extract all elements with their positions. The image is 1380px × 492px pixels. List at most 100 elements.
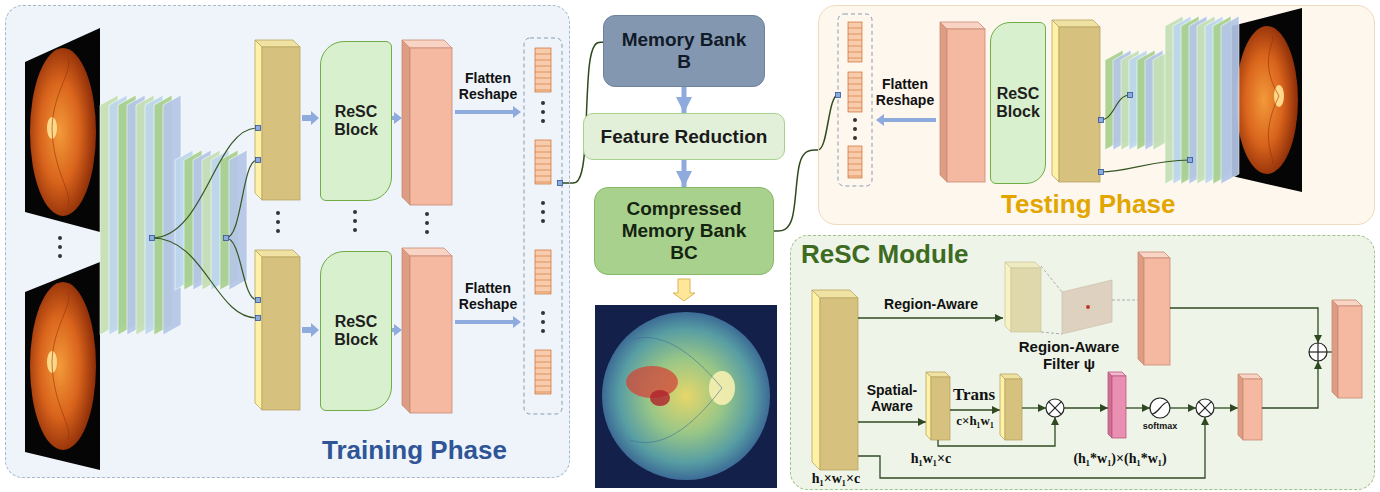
flow-line bbox=[858, 417, 1205, 478]
slab-top bbox=[1138, 252, 1170, 258]
ellipsis-dot bbox=[276, 229, 280, 233]
feature-map bbox=[812, 290, 858, 470]
node-text: Memory Bank bbox=[622, 29, 747, 51]
feature-vector bbox=[848, 72, 862, 112]
slab-side bbox=[1052, 20, 1059, 182]
vector-cell-line bbox=[535, 84, 551, 85]
label-holder: Flatten Reshape bbox=[454, 70, 522, 102]
joint-square bbox=[1099, 170, 1104, 175]
vector-cell-line bbox=[535, 72, 551, 73]
encoder-layer bbox=[229, 150, 247, 290]
region-filter bbox=[1062, 280, 1112, 334]
vessel bbox=[1268, 36, 1279, 96]
heading-holder: Testing Phase bbox=[1001, 190, 1175, 220]
node-text: BC bbox=[670, 242, 697, 264]
slab-front bbox=[1144, 258, 1170, 365]
feature-map bbox=[940, 22, 985, 182]
connector bbox=[682, 87, 687, 113]
skip-connection bbox=[1100, 95, 1130, 120]
annotation-label: h₁×w₁×c bbox=[796, 471, 876, 487]
feature-vector bbox=[535, 350, 551, 394]
block-arrow bbox=[302, 111, 319, 125]
vector-cell-line bbox=[848, 28, 862, 29]
label-holder: h₁×w₁×c bbox=[796, 471, 876, 487]
process-box: Memory BankB bbox=[603, 15, 765, 87]
block-arrow bbox=[673, 279, 695, 301]
ellipsis-dot bbox=[425, 230, 429, 234]
feature-map bbox=[1138, 252, 1170, 365]
slab-front bbox=[820, 298, 858, 470]
vector-cell-line bbox=[535, 60, 551, 61]
process-box: Compressed Memory BankBC bbox=[594, 187, 774, 275]
ellipsis-dot bbox=[425, 221, 429, 225]
annotation-label: h₁w₁×c bbox=[896, 451, 966, 467]
feature-vector bbox=[848, 146, 862, 178]
resc-block: ReSC Block bbox=[990, 22, 1046, 184]
slab-side bbox=[1005, 262, 1011, 332]
softmax-symbol bbox=[1152, 402, 1168, 414]
slab-side bbox=[1138, 252, 1144, 365]
add-symbol bbox=[1317, 343, 1318, 361]
flow-line bbox=[1022, 407, 1046, 408]
slab-side bbox=[402, 248, 410, 413]
ellipsis-dot bbox=[58, 245, 62, 249]
encoder-layer bbox=[1221, 16, 1239, 184]
ellipsis-dot bbox=[541, 110, 545, 114]
feature-vector bbox=[848, 22, 862, 62]
training-illustration bbox=[25, 28, 570, 470]
ellipsis-dot bbox=[853, 136, 857, 140]
fundus-image bbox=[30, 48, 96, 216]
ellipsis-dot bbox=[853, 127, 857, 131]
vector-cell-line bbox=[535, 262, 551, 263]
slab-front bbox=[410, 256, 452, 413]
joint-square bbox=[150, 236, 155, 241]
slab-top bbox=[1332, 300, 1362, 306]
feature-map bbox=[1238, 374, 1262, 440]
vessel bbox=[52, 362, 69, 440]
label-holder: softmax bbox=[1136, 421, 1184, 431]
ellipsis-dot bbox=[425, 212, 429, 216]
heading-holder: Training Phase bbox=[322, 436, 507, 466]
ellipsis-dot bbox=[353, 228, 357, 232]
vector-cell-line bbox=[535, 164, 551, 165]
panel-ground bbox=[790, 235, 1375, 490]
flow-line bbox=[938, 417, 1055, 446]
projection-line bbox=[1041, 266, 1062, 292]
slab-top bbox=[1005, 262, 1041, 268]
feature-vector bbox=[535, 250, 551, 294]
annotation-label: c×h₁w₁ bbox=[948, 414, 1002, 429]
label-holder: h₁w₁×c bbox=[896, 451, 966, 467]
projection-line bbox=[1112, 300, 1138, 301]
vessel bbox=[630, 388, 722, 443]
slab-top bbox=[940, 22, 985, 29]
vector-cell-line bbox=[535, 374, 551, 375]
panel-heading: Testing Phase bbox=[1001, 190, 1175, 220]
node-text: Compressed Memory Bank bbox=[601, 198, 767, 242]
vector-cell-line bbox=[535, 146, 551, 147]
block-arrow bbox=[455, 316, 521, 328]
vector-cell-line bbox=[848, 40, 862, 41]
bank-link bbox=[818, 95, 838, 150]
joint-square bbox=[256, 158, 261, 163]
vector-cell-line bbox=[848, 52, 862, 53]
annotation-label: (h₁*w₁)×(h₁*w₁) bbox=[1050, 451, 1190, 467]
flow-line bbox=[1327, 351, 1332, 352]
annotation-label: Flatten Reshape bbox=[454, 280, 522, 312]
annotation-label: Flatten Reshape bbox=[873, 76, 937, 108]
flow-line bbox=[1214, 407, 1238, 408]
ellipsis-dot bbox=[853, 118, 857, 122]
slab-top bbox=[812, 290, 858, 298]
fundus-frame bbox=[25, 28, 100, 232]
ellipsis-dot bbox=[541, 201, 545, 205]
feature-map bbox=[1332, 300, 1362, 398]
multiply-symbol bbox=[1049, 402, 1062, 415]
vector-cell-line bbox=[848, 58, 862, 59]
flow-line bbox=[1126, 407, 1150, 408]
vector-cell-line bbox=[848, 90, 862, 91]
connector bbox=[774, 150, 818, 231]
vector-cell-line bbox=[535, 292, 551, 293]
vessel bbox=[52, 292, 69, 362]
block-arrow bbox=[302, 323, 319, 337]
fundus-image bbox=[30, 282, 96, 450]
